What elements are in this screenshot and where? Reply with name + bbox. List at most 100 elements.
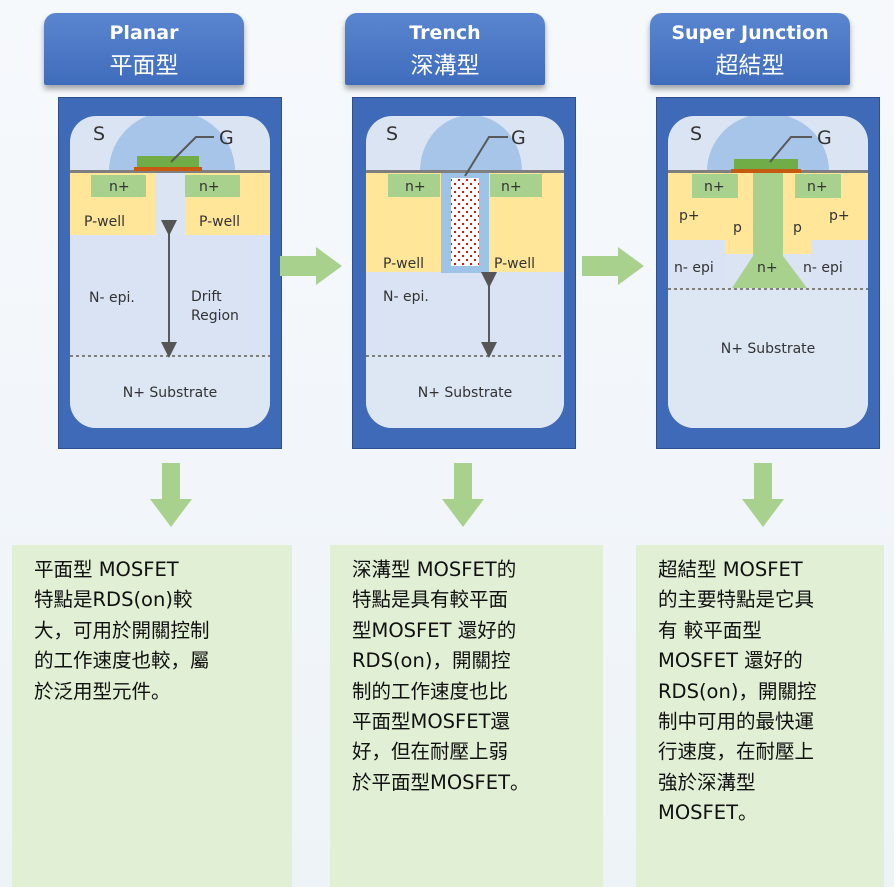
n-epi-region xyxy=(366,273,564,356)
trench-title-tab: Trench 深溝型 xyxy=(345,13,545,85)
p-left-label: p xyxy=(733,220,742,236)
p-pillar-right xyxy=(783,240,811,254)
substrate-region xyxy=(70,356,270,428)
description-line: 特點是RDS(on)較 xyxy=(34,588,193,612)
surface-line xyxy=(70,170,270,173)
planar-description: 平面型 MOSFET 特點是RDS(on)較 大，可用於開關控制 的工作速度也較… xyxy=(12,545,292,887)
n-plus-left-label: n+ xyxy=(109,179,130,195)
drift-label-2: Region xyxy=(191,308,239,324)
substrate-label: N+ Substrate xyxy=(721,341,816,357)
surface-line xyxy=(366,170,564,173)
n-plus-right-label: n+ xyxy=(807,179,828,195)
description-line: 超結型 MOSFET xyxy=(658,558,803,581)
description-line: 的工作速度也較，屬 xyxy=(34,649,210,673)
right-arrow-1 xyxy=(280,247,342,285)
n-plus-left xyxy=(692,174,738,198)
description-line: MOSFET 還好的 xyxy=(658,649,803,673)
planar-title-zh: 平面型 xyxy=(109,53,179,79)
super-junction-title-en: Super Junction xyxy=(671,22,829,44)
n-plus-left xyxy=(388,174,440,197)
p-well-right-label: P-well xyxy=(494,256,535,272)
substrate-label: N+ Substrate xyxy=(418,385,513,401)
trench-title-en: Trench xyxy=(409,22,481,44)
description-line: 平面型MOSFET還 xyxy=(352,710,510,734)
substrate-region xyxy=(668,290,868,428)
description-line: 型MOSFET 還好的 xyxy=(352,618,517,642)
drift-label-1: Drift xyxy=(191,289,222,305)
trench-device-panel: S G n+ n+ P-well P-well N- epi. N+ Subst… xyxy=(352,97,576,449)
planar-device-panel: S G n+ n+ P-well P-well N- epi. Drift Re… xyxy=(58,97,282,449)
gate-leader-line xyxy=(464,136,508,177)
source-label: S xyxy=(690,123,702,145)
n-plus-right xyxy=(795,174,841,198)
n-epi-right-label: n- epi xyxy=(803,260,843,276)
description-line: 行速度，在耐壓上 xyxy=(658,740,815,764)
description-line: 於平面型MOSFET。 xyxy=(352,770,530,794)
description-line: RDS(on)，開關控 xyxy=(658,679,817,703)
n-epi-left-label: n- epi xyxy=(674,260,714,276)
n-epi-left xyxy=(668,240,725,290)
n-plus-right-label: n+ xyxy=(199,179,220,195)
description-line: 平面型 MOSFET xyxy=(34,558,179,581)
down-arrow-2 xyxy=(442,463,484,527)
gate-dome xyxy=(420,116,522,171)
super-junction-title-tab: Super Junction 超結型 xyxy=(650,13,850,85)
down-arrow-1 xyxy=(150,463,192,527)
p-plus-right-label: p+ xyxy=(829,208,850,224)
n-plus-column xyxy=(732,173,807,288)
gate-oxide xyxy=(731,169,801,173)
super-junction-title-zh: 超結型 xyxy=(715,53,785,79)
gate-dome xyxy=(707,116,829,171)
trench-title-zh: 深溝型 xyxy=(410,53,480,79)
n-epi-right xyxy=(811,240,868,290)
gate-leader-line xyxy=(170,136,214,163)
planar-cross-section: S G n+ n+ P-well P-well N- epi. Drift Re… xyxy=(70,116,270,428)
description-line: RDS(on)，開關控 xyxy=(352,649,511,673)
gate-oxide xyxy=(134,167,202,171)
description-line: 強於深溝型 xyxy=(658,770,756,794)
n-plus-right xyxy=(185,175,240,197)
p-right-label: p xyxy=(793,220,802,236)
right-arrow-2 xyxy=(582,247,644,285)
gate-label: G xyxy=(219,127,234,149)
n-plus-mid-label: n+ xyxy=(757,260,778,276)
gate-leader-line xyxy=(769,136,812,163)
trench-cross-section: S G n+ n+ P-well P-well N- epi. N+ Subst… xyxy=(366,116,564,428)
description-line: 好，但在耐壓上弱 xyxy=(352,740,509,764)
description-line: 制中可用的最快運 xyxy=(658,710,815,734)
description-line: MOSFET。 xyxy=(658,801,758,825)
substrate-label: N+ Substrate xyxy=(123,385,218,401)
trench-description: 深溝型 MOSFET的 特點是具有較平面 型MOSFET 還好的 RDS(on)… xyxy=(330,545,603,887)
description-line: 制的工作速度也比 xyxy=(352,679,509,703)
p-well-left-label: P-well xyxy=(84,214,125,230)
gate-label: G xyxy=(817,127,832,149)
jfet-gap xyxy=(155,173,185,235)
source-label: S xyxy=(386,123,398,145)
super-junction-cross-section: S G n+ n+ p+ p+ p p n- epi n+ n- epi N+ … xyxy=(668,116,868,428)
n-plus-right xyxy=(490,174,542,197)
description-line: 於泛用型元件。 xyxy=(34,679,171,703)
n-epi-label: N- epi. xyxy=(89,290,135,306)
n-epi-label: N- epi. xyxy=(383,289,429,305)
super-junction-description: 超結型 MOSFET 的主要特點是它具 有 較平面型 MOSFET 還好的 RD… xyxy=(636,545,884,887)
gate-label: G xyxy=(511,127,526,149)
n-plus-left-label: n+ xyxy=(405,179,426,195)
description-line: 的主要特點是它具 xyxy=(658,588,815,612)
n-plus-left-label: n+ xyxy=(704,179,725,195)
description-line: 特點是具有較平面 xyxy=(352,588,509,612)
p-well-right-label: P-well xyxy=(199,214,240,230)
planar-title-tab: Planar 平面型 xyxy=(44,13,244,85)
planar-title-en: Planar xyxy=(109,22,179,44)
p-pillar-left xyxy=(725,240,753,254)
p-plus-left-label: p+ xyxy=(679,208,700,224)
description-line: 大，可用於開關控制 xyxy=(34,618,210,642)
down-arrow-3 xyxy=(742,463,784,527)
n-plus-left xyxy=(91,175,146,197)
description-line: 有 較平面型 xyxy=(658,618,762,642)
super-junction-device-panel: S G n+ n+ p+ p+ p p n- epi n+ n- epi N+ … xyxy=(656,97,880,449)
source-label: S xyxy=(93,123,105,145)
n-plus-right-label: n+ xyxy=(501,179,522,195)
description-line: 深溝型 MOSFET的 xyxy=(352,558,517,581)
gate-poly xyxy=(137,156,199,168)
p-well-left-label: P-well xyxy=(383,256,424,272)
